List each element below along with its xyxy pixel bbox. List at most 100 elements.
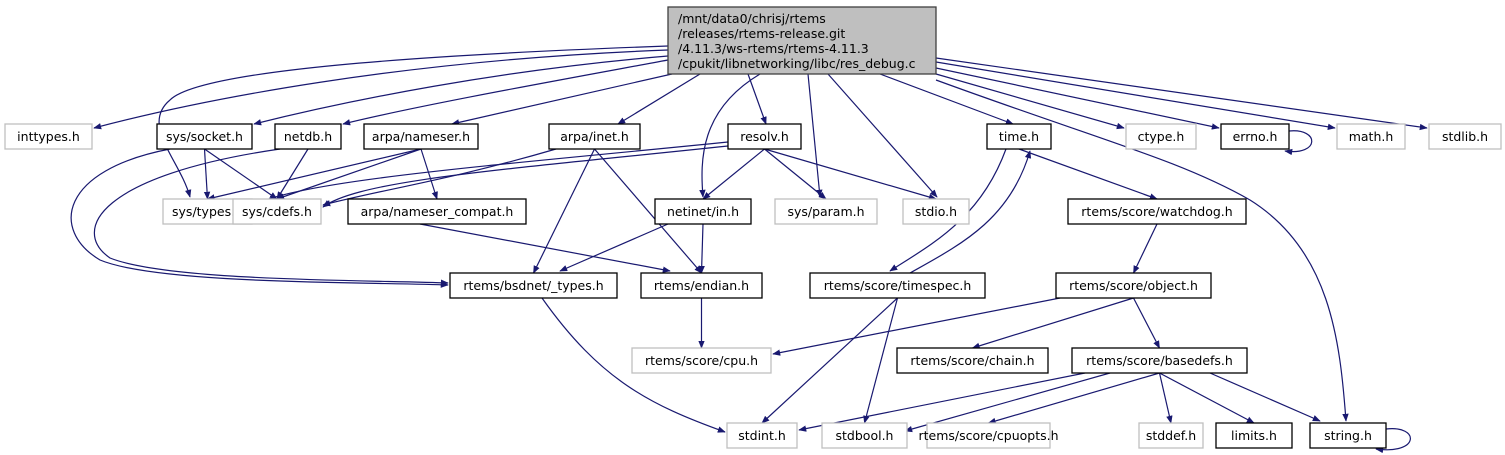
node-label: resolv.h: [740, 129, 789, 144]
root-node-line-2: /releases/rtems-release.git: [678, 26, 845, 41]
node-box: [631, 347, 772, 374]
node-box: [1336, 123, 1406, 150]
graph-node-endian[interactable]: rtems/endian.h: [640, 272, 763, 299]
edge-arpa-nameser-compat-to-endian: [419, 223, 671, 273]
graph-node-stddef: stddef.h: [1138, 422, 1204, 449]
graph-node-inttypes: inttypes.h: [4, 123, 93, 150]
graph-node-basedefs[interactable]: rtems/score/basedefs.h: [1071, 347, 1248, 374]
graph-node-stdint: stdint.h: [726, 422, 798, 449]
node-label: rtems/score/watchdog.h: [1081, 204, 1232, 219]
node-label: arpa/inet.h: [560, 129, 629, 144]
edge-root-to-ctype: [935, 73, 1125, 130]
graph-node-arpa-nameser[interactable]: arpa/nameser.h: [363, 123, 479, 150]
edge-arpa-inet-to-bsdnet-types: [532, 148, 596, 274]
edge-root-to-netdb: [342, 59, 669, 126]
graph-node-sys-socket[interactable]: sys/socket.h: [156, 123, 253, 150]
edge-netinet-in-to-endian: [698, 223, 705, 274]
graph-node-stdbool: stdbool.h: [821, 422, 908, 449]
node-label: limits.h: [1231, 428, 1277, 443]
node-label: errno.h: [1233, 129, 1278, 144]
node-label: stdint.h: [738, 428, 786, 443]
graph-node-resolv[interactable]: resolv.h: [727, 123, 802, 150]
graph-node-root[interactable]: /mnt/data0/chrisj/rtems /releases/rtems-…: [667, 6, 937, 75]
graph-node-arpa-inet[interactable]: arpa/inet.h: [548, 123, 641, 150]
edge-timespec-to-stdbool: [863, 297, 899, 424]
edge-object-to-cpu: [772, 297, 1061, 356]
edge-time-to-timespec: [889, 148, 1007, 272]
node-box: [809, 272, 986, 299]
edge-netinet-in-to-bsdnet-types: [559, 223, 669, 272]
edge-errno-to-errno: [1284, 130, 1313, 156]
graph-node-string[interactable]: string.h: [1309, 422, 1387, 449]
graph-node-limits[interactable]: limits.h: [1215, 422, 1293, 449]
edge-sys-socket-to-sys-cdefs: [204, 148, 278, 200]
graph-node-netdb[interactable]: netdb.h: [274, 123, 342, 150]
graph-node-chain[interactable]: rtems/score/chain.h: [896, 347, 1049, 374]
graph-node-watchdog[interactable]: rtems/score/watchdog.h: [1067, 198, 1247, 225]
edges-layer: [70, 45, 1428, 454]
edge-root-to-netinet-in: [699, 73, 761, 198]
edge-netdb-to-bsdnet-types: [93, 148, 449, 286]
node-box: [1071, 347, 1248, 374]
node-label: math.h: [1349, 129, 1394, 144]
node-label: stdbool.h: [836, 428, 894, 443]
node-box: [232, 198, 322, 225]
edge-netdb-to-sys-cdefs: [276, 148, 309, 200]
edge-arpa-inet-to-endian: [594, 148, 703, 274]
node-box: [896, 347, 1049, 374]
graph-node-arpa-nameser-compat[interactable]: arpa/nameser_compat.h: [347, 198, 527, 225]
edge-resolv-to-sys-types: [253, 141, 729, 206]
node-label: inttypes.h: [17, 129, 80, 144]
node-box: [1067, 198, 1247, 225]
graph-node-time[interactable]: time.h: [986, 123, 1052, 150]
node-box: [1428, 123, 1502, 150]
graph-node-math: math.h: [1336, 123, 1406, 150]
graph-node-stdlib: stdlib.h: [1428, 123, 1502, 150]
edge-root-to-string: [935, 79, 1349, 422]
edge-sys-socket-to-sys-types: [203, 148, 211, 200]
graph-node-netinet-in[interactable]: netinet/in.h: [654, 198, 752, 225]
edge-root-to-stdio: [827, 73, 938, 198]
root-node-box: [667, 6, 937, 75]
edge-root-to-stdlib: [935, 57, 1428, 131]
node-label: netdb.h: [284, 129, 332, 144]
node-label: rtems/score/chain.h: [910, 353, 1034, 368]
node-label: rtems/endian.h: [654, 278, 749, 293]
edge-object-to-chain: [971, 297, 1134, 349]
graph-node-timespec[interactable]: rtems/score/timespec.h: [809, 272, 986, 299]
edge-string-to-string: [1375, 428, 1411, 454]
graph-node-sys-cdefs: sys/cdefs.h: [232, 198, 322, 225]
edge-resolv-to-sys-cdefs: [322, 145, 729, 208]
graph-node-errno[interactable]: errno.h: [1220, 123, 1290, 150]
node-box: [926, 422, 1051, 449]
edge-sys-socket-to-bsdnet-types: [70, 148, 449, 288]
edge-object-to-basedefs: [1132, 297, 1161, 349]
node-label: rtems/score/object.h: [1069, 278, 1198, 293]
edge-timespec-to-stdint: [761, 297, 898, 424]
node-label: ctype.h: [1138, 129, 1185, 144]
node-box: [821, 422, 908, 449]
node-label: rtems/bsdnet/_types.h: [463, 278, 603, 293]
graph-node-cpu: rtems/score/cpu.h: [631, 347, 772, 374]
node-label: arpa/nameser.h: [372, 129, 470, 144]
edge-resolv-to-stdio: [764, 148, 937, 201]
edge-root-to-sys-socket: [253, 55, 669, 126]
node-box: [1309, 422, 1387, 449]
graph-node-ctype: ctype.h: [1125, 123, 1197, 150]
edge-root-to-inttypes: [93, 49, 669, 130]
graph-node-object[interactable]: rtems/score/object.h: [1055, 272, 1212, 299]
graph-node-sys-param: sys/param.h: [774, 198, 878, 225]
edge-basedefs-to-stddef: [1158, 372, 1173, 424]
node-box: [726, 422, 798, 449]
edge-basedefs-to-string: [1209, 372, 1321, 422]
node-box: [363, 123, 479, 150]
graph-node-bsdnet-types[interactable]: rtems/bsdnet/_types.h: [449, 272, 618, 299]
node-label: stdio.h: [915, 204, 957, 219]
node-box: [1138, 422, 1204, 449]
node-label: rtems/score/basedefs.h: [1086, 353, 1233, 368]
edge-basedefs-to-limits: [1159, 372, 1255, 424]
node-box: [727, 123, 802, 150]
root-node-line-4: /cpukit/libnetworking/libc/res_debug.c: [678, 56, 916, 71]
edge-basedefs-to-stdint: [798, 372, 1086, 432]
root-node-line-1: /mnt/data0/chrisj/rtems: [678, 11, 826, 26]
